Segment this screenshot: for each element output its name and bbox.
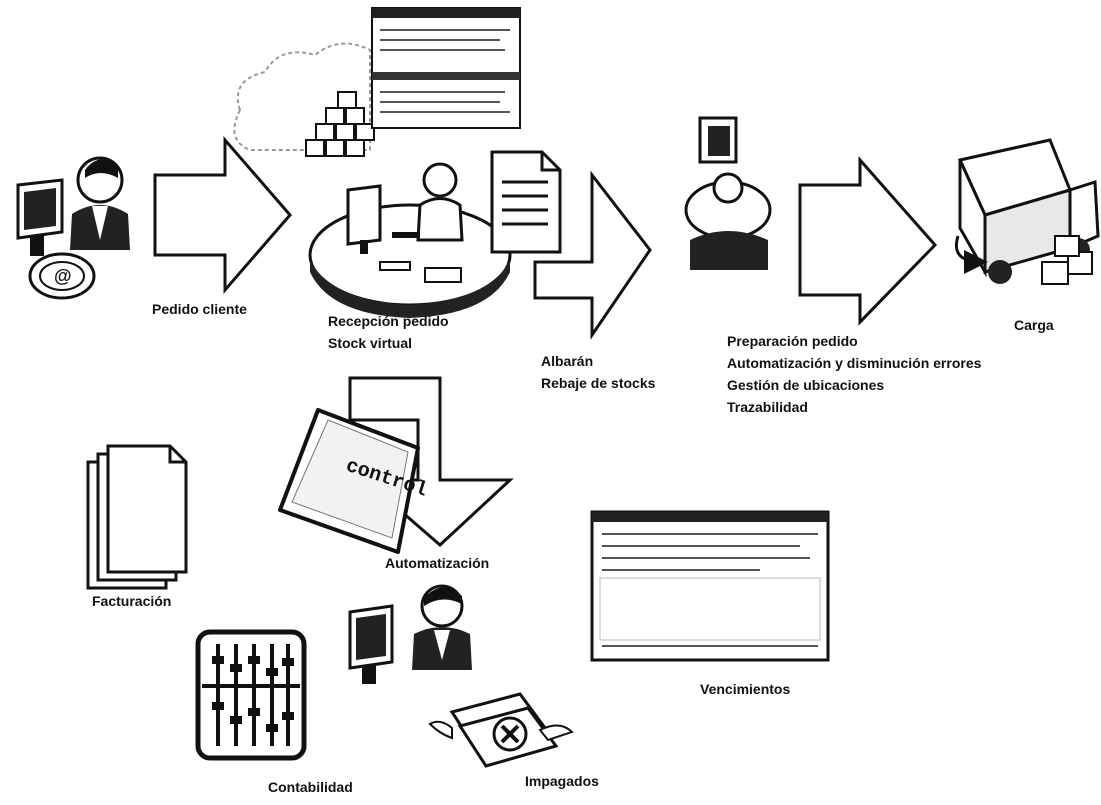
unpaid-money-icon [428,692,574,768]
warehouse-worker-icon [684,116,772,270]
label-facturacion: Facturación [92,593,172,609]
due-dates-window-icon [590,510,830,662]
accountant-computer-icon [348,584,472,684]
email-at-symbol: @ [54,266,72,286]
screen-window-icon [371,7,521,129]
abacus-icon [195,629,307,761]
boxes-stack-icon [305,91,375,157]
flow-arrow-1 [153,135,292,295]
label-recepcion-pedido: Recepción pedido [328,313,449,329]
label-group-recepcion: Recepción pedido Stock virtual [328,310,449,354]
label-group-preparacion: Preparación pedido Automatización y dism… [727,330,981,418]
label-pedido-cliente: Pedido cliente [152,301,247,317]
label-rebaje-stocks: Rebaje de stocks [541,375,656,391]
label-preparacion-pedido: Preparación pedido [727,333,858,349]
control-key-icon: control [278,408,430,554]
label-albaran: Albarán [541,353,594,369]
email-at-icon [28,252,96,300]
flow-arrow-3 [798,156,938,326]
label-automatizacion-errores: Automatización y disminución errores [727,355,982,371]
label-impagados: Impagados [525,773,599,789]
operator-desk-icon [308,162,512,318]
label-automatizacion: Automatización [385,555,490,571]
flow-arrow-2 [533,170,652,340]
label-stock-virtual: Stock virtual [328,335,413,351]
label-contabilidad: Contabilidad [268,779,353,795]
document-icon [490,150,562,254]
label-gestion-ubicaciones: Gestión de ubicaciones [727,377,885,393]
label-vencimientos: Vencimientos [700,681,791,697]
label-carga: Carga [1014,317,1054,333]
customer-computer-icon [16,156,130,256]
label-trazabilidad: Trazabilidad [727,399,808,415]
delivery-truck-icon [955,138,1100,285]
label-group-albaran: Albarán Rebaje de stocks [541,350,655,394]
invoices-stack-icon [86,444,188,590]
